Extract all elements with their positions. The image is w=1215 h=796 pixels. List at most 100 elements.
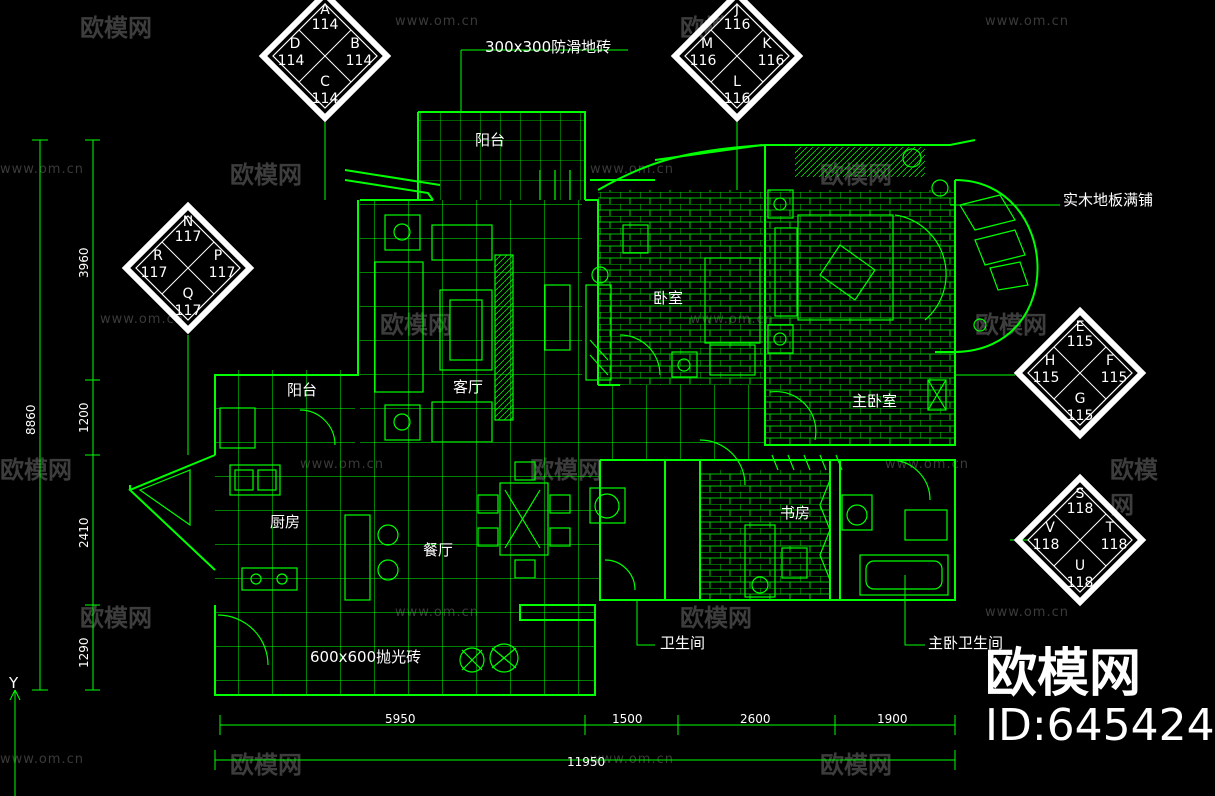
tag-outline [1013, 306, 1147, 440]
tag-cross [1053, 346, 1107, 400]
watermark-url: www.om.cn [0, 752, 84, 767]
watermark-logo: 欧模网 [80, 604, 152, 632]
dim-total: 11950 [567, 755, 605, 769]
dimension-lines [9, 49, 1060, 796]
tag-value-right: 117 [209, 265, 236, 281]
tag-value-top: 118 [1067, 501, 1094, 517]
watermark-url: www.om.cn [0, 162, 84, 177]
dim-bottom-2: 1500 [612, 712, 643, 726]
watermark-url: www.om.cn [100, 312, 184, 327]
label-master-bedroom: 主卧室 [852, 392, 897, 410]
label-balcony-top: 阳台 [475, 131, 505, 149]
dim-left-1: 3960 [77, 247, 91, 278]
dim-bottom-3: 2600 [740, 712, 771, 726]
tag-outline [258, 0, 392, 123]
label-dining: 餐厅 [423, 541, 453, 559]
brand-id: ID:645424 [985, 700, 1215, 751]
dim-left-2: 1200 [77, 402, 91, 433]
label-balcony-left: 阳台 [287, 381, 317, 399]
tag-value-bottom: 114 [312, 91, 339, 107]
label-living: 客厅 [453, 378, 483, 396]
tag-value-bottom: 117 [175, 303, 202, 319]
tag-letter-left: H [1045, 353, 1056, 369]
tag-letter-bottom: C [320, 74, 330, 90]
tag-value-right: 116 [758, 53, 785, 69]
axis-y-label: Y [8, 674, 19, 692]
room-labels: 阳台 客厅 卧室 主卧室 阳台 厨房 餐厅 书房 [270, 131, 897, 559]
tag-letter-top: A [320, 2, 330, 18]
tag-cross [710, 29, 764, 83]
tag-value-right: 118 [1101, 537, 1128, 553]
dim-bottom-1: 5950 [385, 712, 416, 726]
tag-letter-bottom: U [1075, 558, 1085, 574]
tag-letter-right: P [214, 248, 222, 264]
dim-left-4: 1290 [77, 637, 91, 668]
callouts: 300x300防滑地砖 实木地板满铺 600x600抛光砖 卫生间 主卧卫生间 [310, 38, 1153, 666]
watermark-logo: 欧模网 [975, 311, 1047, 339]
tag-letter-top: S [1076, 486, 1085, 502]
furniture [138, 148, 1029, 673]
tag-outline [1013, 473, 1147, 607]
watermark-logo: 欧模网 [80, 14, 152, 42]
walls [128, 111, 1039, 696]
watermark-url: www.om.cn [590, 162, 674, 177]
tag-letter-left: D [290, 36, 301, 52]
callout-wood-floor: 实木地板满铺 [1063, 191, 1153, 209]
tag-letter-right: T [1105, 520, 1115, 536]
watermark-url: www.om.cn [395, 14, 479, 29]
tag-letter-right: B [350, 36, 360, 52]
tag-cross [1053, 513, 1107, 567]
watermark-logo: 欧模网 [0, 456, 72, 484]
tag-letter-bottom: G [1075, 391, 1086, 407]
tag-letter-left: V [1045, 520, 1055, 536]
tag-letter-right: F [1106, 353, 1114, 369]
tag-letter-top: E [1076, 319, 1085, 335]
callout-floor-tile: 300x300防滑地砖 [485, 38, 611, 56]
tag-value-right: 115 [1101, 370, 1128, 386]
tag-value-right: 114 [346, 53, 373, 69]
dim-left-3: 2410 [77, 517, 91, 548]
dim-left-total: 8860 [24, 404, 38, 435]
label-bedroom: 卧室 [653, 289, 683, 307]
watermark-logo: 欧模网 [680, 604, 752, 632]
callout-bathroom: 卫生间 [660, 634, 705, 652]
tag-value-bottom: 115 [1067, 408, 1094, 424]
tag-value-left: 115 [1033, 370, 1060, 386]
tag-letter-top: N [183, 214, 193, 230]
label-study: 书房 [780, 504, 810, 522]
dimension-texts: 5950 1500 2600 1900 11950 3960 1200 2410… [8, 247, 908, 769]
callout-polished-tile: 600x600抛光砖 [310, 648, 421, 666]
watermark-logo: 欧模网 [230, 751, 302, 779]
brand-logo-text: 欧模网 [985, 644, 1142, 704]
tag-value-left: 118 [1033, 537, 1060, 553]
tag-value-left: 114 [278, 53, 305, 69]
tag-letter-left: M [701, 36, 713, 52]
tag-value-bottom: 118 [1067, 575, 1094, 591]
tag-cross [298, 29, 352, 83]
elevation-tags: A114D114B114C114J116M116K116L116N117R117… [121, 0, 1147, 607]
tag-letter-bottom: L [733, 74, 741, 90]
callout-master-bathroom: 主卧卫生间 [928, 634, 1003, 652]
tag-value-bottom: 116 [724, 91, 751, 107]
tag-value-top: 117 [175, 229, 202, 245]
dim-bottom-4: 1900 [877, 712, 908, 726]
tag-value-left: 117 [141, 265, 168, 281]
watermark-logo: 欧模网 [230, 161, 302, 189]
tag-letter-right: K [762, 36, 772, 52]
tag-outline [670, 0, 804, 123]
tag-cross [161, 241, 215, 295]
tag-letter-left: R [153, 248, 163, 264]
tag-value-top: 115 [1067, 334, 1094, 350]
watermark-logo: 欧模网 [820, 751, 892, 779]
tag-outline [121, 201, 255, 335]
label-kitchen: 厨房 [270, 513, 300, 531]
tag-value-top: 116 [724, 17, 751, 33]
tag-value-left: 116 [690, 53, 717, 69]
watermark-url: www.om.cn [985, 605, 1069, 620]
watermark-url: www.om.cn [985, 14, 1069, 29]
